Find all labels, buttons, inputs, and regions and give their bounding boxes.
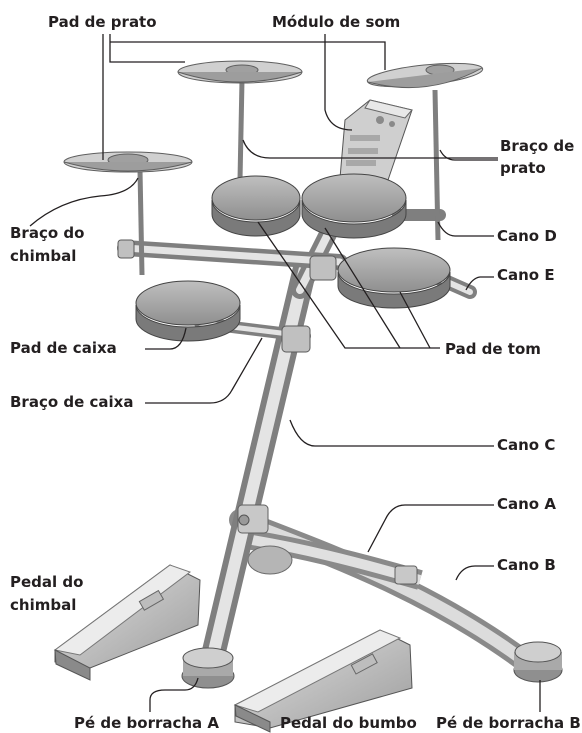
snare-pad bbox=[136, 281, 240, 341]
label-modulo-de-som: Módulo de som bbox=[272, 13, 400, 32]
label-cano-a: Cano A bbox=[497, 495, 556, 514]
label-braco-de-prato-line2: prato bbox=[500, 159, 546, 178]
leader-braco-do-chimbal bbox=[30, 178, 138, 226]
label-braco-de-prato-line1: Braço de bbox=[500, 137, 574, 156]
label-cano-b: Cano B bbox=[497, 556, 556, 575]
leader-cano-a bbox=[368, 505, 494, 552]
label-cano-d: Cano D bbox=[497, 227, 557, 246]
label-pad-de-caixa: Pad de caixa bbox=[10, 339, 117, 358]
label-braco-do-chimbal-line1: Braço do bbox=[10, 224, 84, 243]
label-pad-de-prato: Pad de prato bbox=[48, 13, 157, 32]
tom-pad-left bbox=[212, 176, 300, 236]
leader-cano-c bbox=[290, 420, 494, 446]
label-pad-de-tom: Pad de tom bbox=[445, 340, 541, 359]
label-pedal-do-chimbal-line1: Pedal do bbox=[10, 573, 83, 592]
label-braco-de-caixa: Braço de caixa bbox=[10, 393, 133, 412]
leader-cano-d bbox=[438, 222, 494, 236]
label-pe-de-borracha-b: Pé de borracha B bbox=[436, 714, 581, 733]
label-braco-do-chimbal-line2: chimbal bbox=[10, 247, 76, 266]
tom-pad-floor bbox=[338, 248, 450, 308]
rubber-foot-b bbox=[514, 642, 562, 682]
label-cano-c: Cano C bbox=[497, 436, 555, 455]
label-pedal-do-bumbo: Pedal do bumbo bbox=[280, 714, 417, 733]
sound-module bbox=[340, 100, 412, 180]
cymbal-pad-center bbox=[178, 61, 302, 83]
rubber-foot-a bbox=[182, 648, 234, 688]
label-cano-e: Cano E bbox=[497, 266, 555, 285]
tom-pad-right bbox=[302, 174, 406, 238]
leader-cano-b bbox=[456, 566, 494, 580]
leader-modulo-de-som bbox=[325, 34, 352, 130]
cymbal-pad-right bbox=[366, 59, 483, 91]
leader-braco-de-caixa bbox=[145, 338, 262, 403]
label-pe-de-borracha-a: Pé de borracha A bbox=[74, 714, 219, 733]
cymbal-pad-left bbox=[64, 152, 192, 172]
label-pedal-do-chimbal-line2: chimbal bbox=[10, 596, 76, 615]
